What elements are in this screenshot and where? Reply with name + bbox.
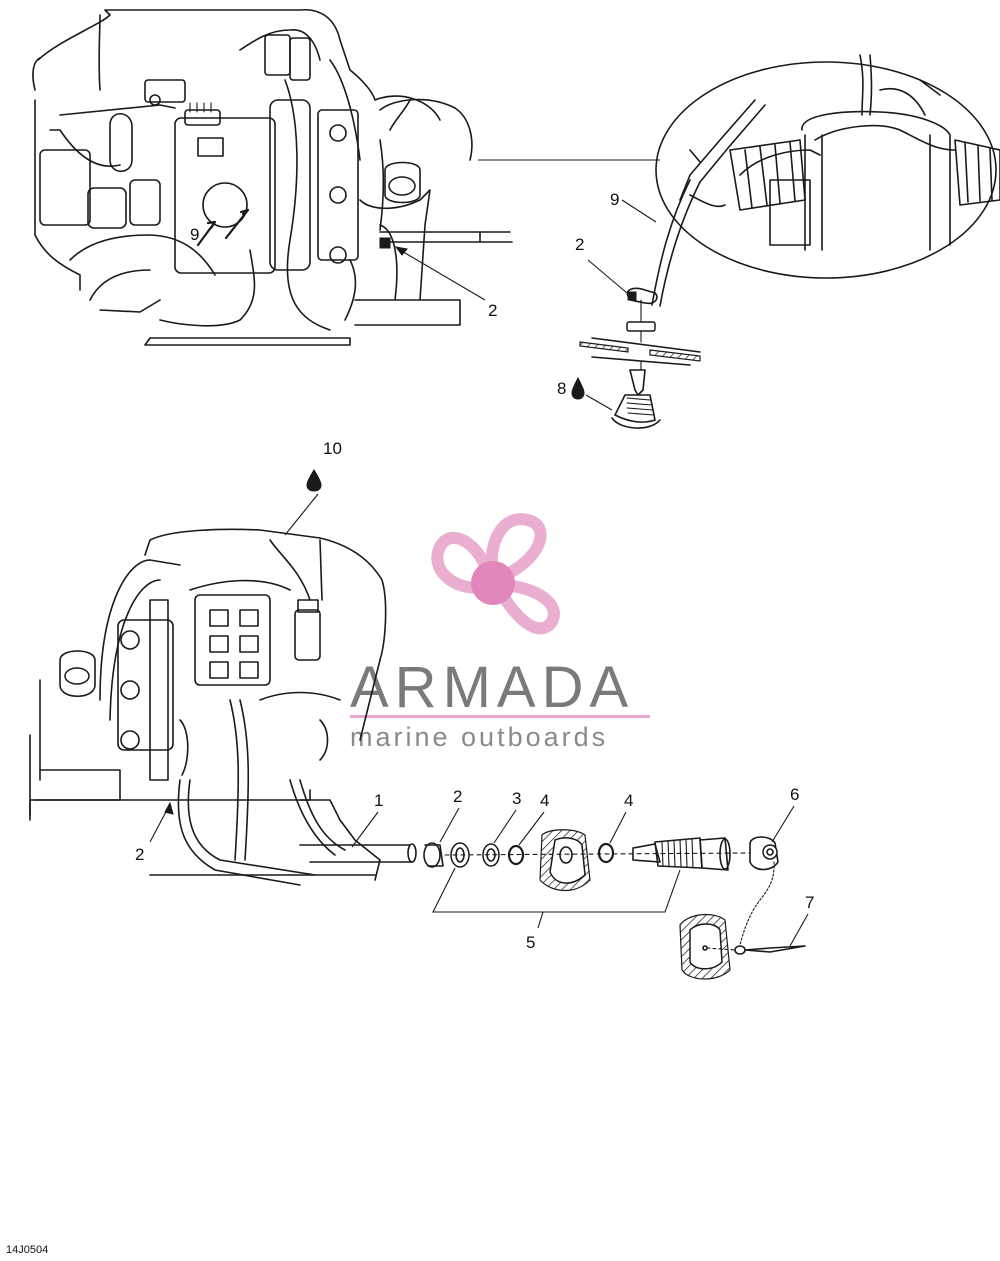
oil-drop-icon (571, 376, 585, 400)
callout-bottom-4b: 4 (624, 791, 633, 810)
fitting-exploded (423, 829, 806, 980)
callout-bottom-2b: 2 (453, 787, 462, 806)
detail-enlargement (655, 54, 1000, 279)
callout-detail-8: 8 (557, 379, 566, 398)
callout-bottom-3: 3 (512, 789, 521, 808)
callout-detail-9: 9 (610, 190, 619, 209)
engine-top-view (32, 9, 513, 346)
callout-bottom-6: 6 (790, 785, 799, 804)
watermark-logo: ARMADA marine outboards (350, 513, 650, 752)
callout-bottom-4a: 4 (540, 791, 549, 810)
callout-bottom-1: 1 (374, 791, 383, 810)
oil-drop-icon (306, 469, 322, 492)
brand-rule (350, 715, 650, 718)
callout-top-9: 9 (190, 225, 199, 244)
callout-bottom-2a: 2 (135, 845, 144, 864)
callout-detail-2: 2 (575, 235, 584, 254)
propeller-icon (431, 513, 560, 635)
vent-hose-exploded (579, 179, 701, 429)
figure-code: 14J0504 (6, 1244, 49, 1256)
engine-bottom-view (29, 528, 417, 886)
callout-bottom-7: 7 (805, 893, 814, 912)
brand-name: ARMADA (350, 655, 634, 720)
brand-tagline: marine outboards (350, 722, 608, 752)
callout-bottom-10: 10 (323, 439, 342, 458)
callout-top-2: 2 (488, 301, 497, 320)
callout-bottom-5: 5 (526, 933, 535, 952)
